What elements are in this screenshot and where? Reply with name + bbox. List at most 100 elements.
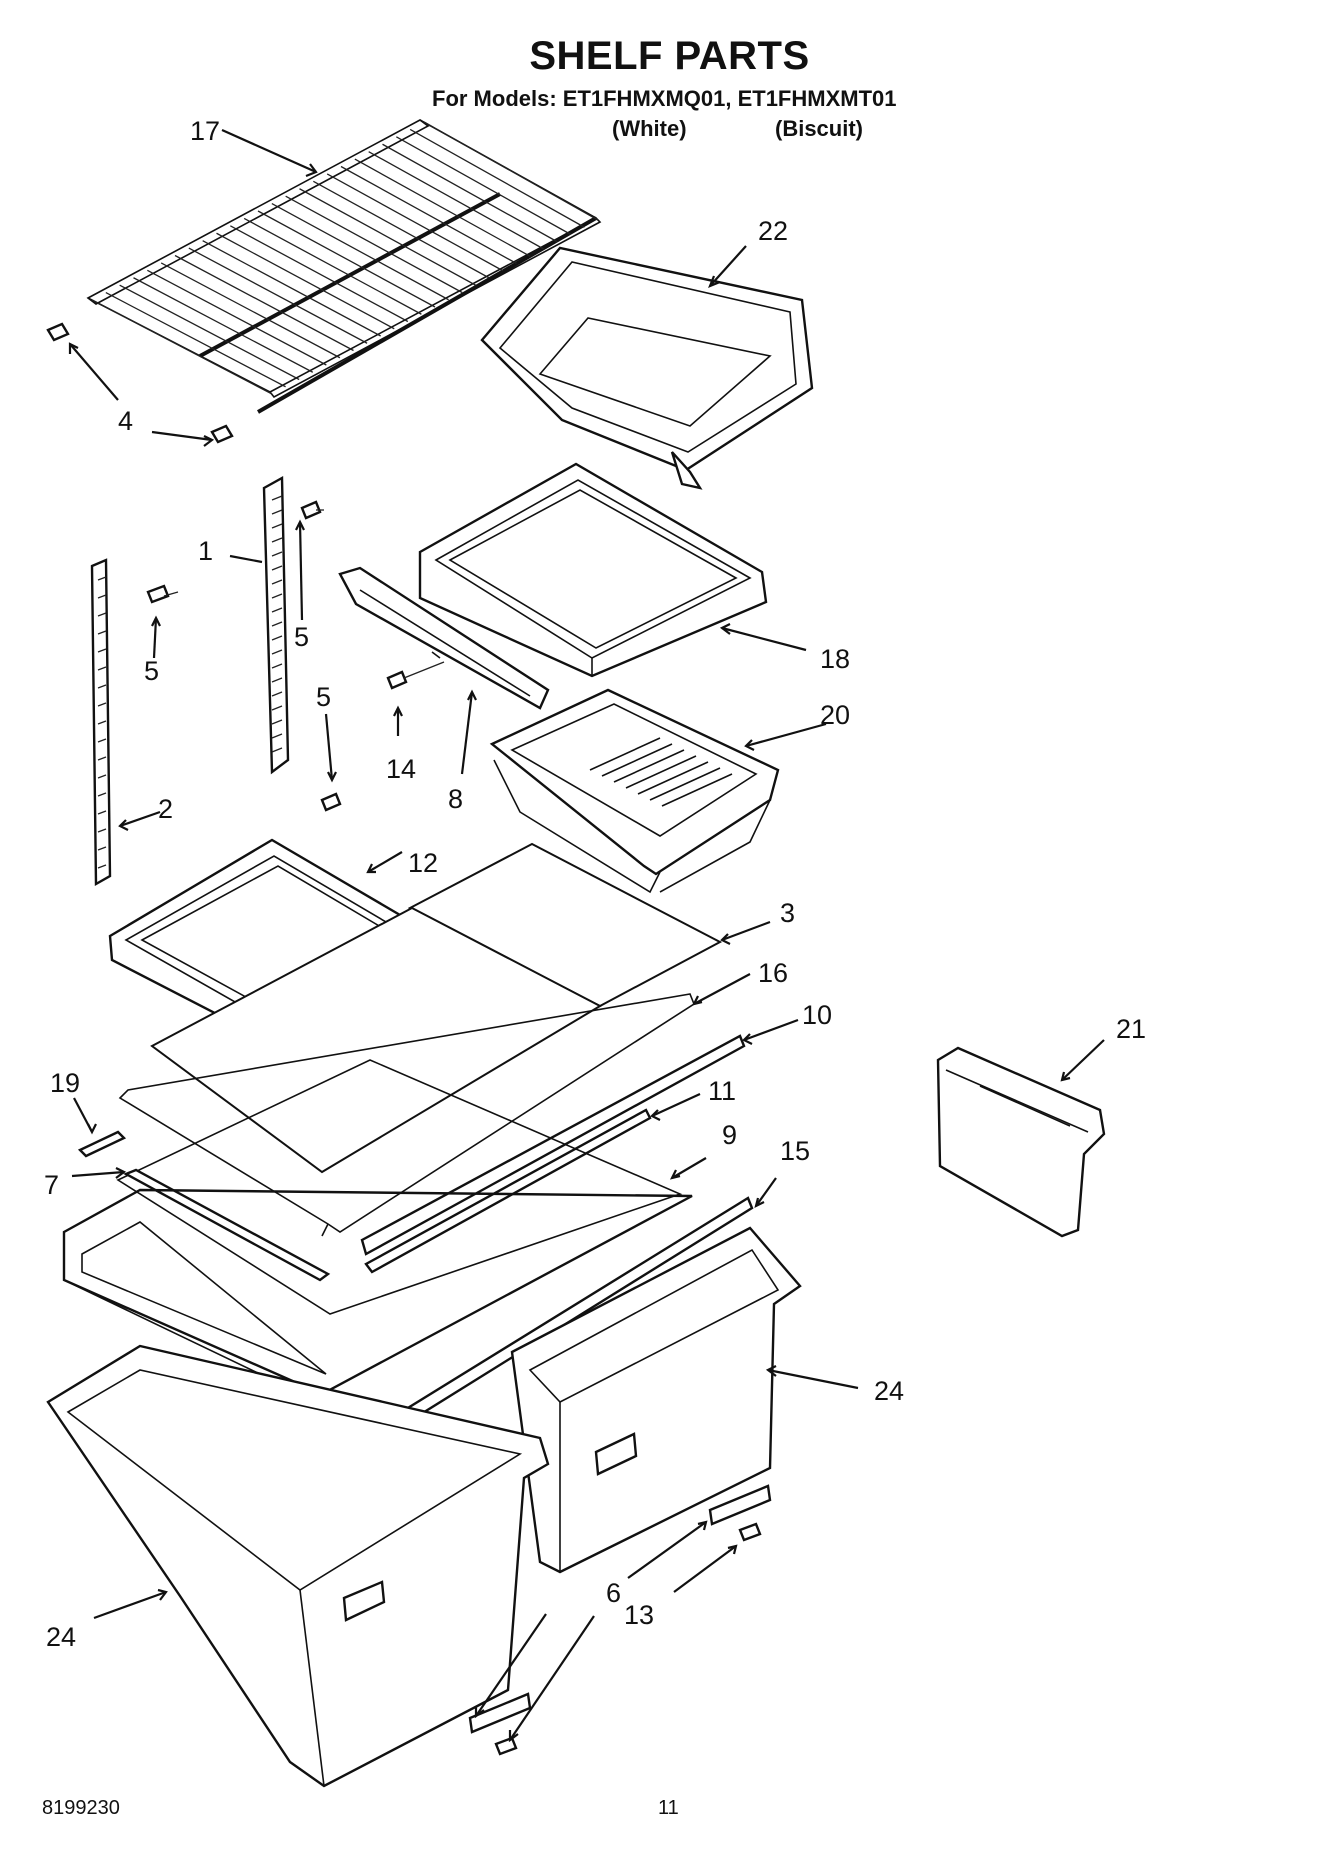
line-stroke (313, 180, 490, 279)
rail-7 (123, 1168, 331, 1282)
line-stroke (271, 621, 283, 627)
line-stroke (97, 648, 107, 653)
line-stroke (202, 240, 381, 337)
line-stroke (271, 747, 283, 753)
callout-14: 14 (386, 754, 416, 784)
line-stroke (271, 663, 283, 669)
line-stroke (271, 203, 449, 301)
line-stroke (97, 684, 107, 689)
line-stroke (243, 217, 422, 315)
line-stroke (285, 195, 463, 294)
line-stroke (97, 810, 107, 815)
line-stroke (147, 269, 327, 366)
shelf-ladder-2 (90, 558, 112, 887)
callout-16: 16 (758, 958, 788, 988)
line-stroke (174, 254, 354, 352)
line-stroke (271, 579, 283, 585)
callout-9: 9 (722, 1120, 737, 1150)
callout-8: 8 (448, 784, 463, 814)
clip-13-left (494, 1736, 518, 1756)
line-stroke (271, 691, 283, 697)
line-stroke (160, 262, 341, 359)
callout-5-b: 5 (294, 622, 309, 652)
line-stroke (299, 188, 477, 286)
screw-5-a (146, 584, 179, 604)
line-stroke (271, 733, 283, 739)
glass-shelf-3 (150, 842, 723, 1174)
line-stroke (637, 761, 709, 795)
rail-11 (364, 1108, 652, 1274)
leader-lines (68, 128, 1105, 1743)
callout-3: 3 (780, 898, 795, 928)
callout-labels: 17 22 4 1 5 5 5 18 20 14 8 2 12 3 16 10 … (44, 116, 1146, 1652)
line-stroke (271, 495, 283, 501)
models-line: For Models: ET1FHMXMQ01, ET1FHMXMT01 (432, 86, 897, 111)
line-stroke (271, 551, 283, 557)
bin-22 (480, 246, 814, 490)
callout-4: 4 (118, 406, 133, 436)
line-stroke (97, 738, 107, 743)
line-stroke (649, 767, 721, 801)
line-stroke (97, 756, 107, 761)
line-stroke (133, 277, 314, 373)
meat-drawer-20 (489, 688, 780, 894)
screw-14 (386, 661, 445, 690)
line-stroke (271, 649, 283, 655)
page-title: SHELF PARTS (529, 34, 810, 78)
line-stroke (409, 128, 585, 228)
line-stroke (105, 292, 286, 388)
clip-6-left (468, 1692, 532, 1734)
shelf-ladder-1 (262, 475, 290, 775)
line-stroke (271, 509, 283, 515)
line-stroke (396, 136, 572, 236)
strip-19 (77, 1130, 127, 1158)
line-stroke (423, 121, 599, 221)
line-stroke (230, 225, 409, 323)
line-stroke (382, 143, 558, 243)
callout-15: 15 (780, 1136, 810, 1166)
line-stroke (97, 720, 107, 725)
line-stroke (340, 165, 517, 265)
callout-18: 18 (820, 644, 850, 674)
line-stroke (188, 247, 368, 344)
door-bin-21 (936, 1046, 1106, 1238)
callout-11: 11 (708, 1076, 736, 1106)
line-stroke (257, 210, 436, 308)
line-stroke (271, 565, 283, 571)
line-stroke (271, 677, 283, 683)
line-stroke (589, 737, 661, 771)
line-stroke (119, 284, 300, 381)
callout-22: 22 (758, 216, 788, 246)
clip-13-right (738, 1522, 762, 1542)
callout-10: 10 (802, 1000, 832, 1030)
line-stroke (216, 232, 395, 330)
line-stroke (97, 612, 107, 617)
callout-12: 12 (408, 848, 438, 878)
line-stroke (271, 593, 283, 599)
callout-1: 1 (198, 536, 213, 566)
crisper-cover-18 (418, 462, 768, 678)
line-stroke (625, 755, 697, 789)
callout-5-c: 5 (316, 682, 331, 712)
line-stroke (271, 719, 283, 725)
cover-support-8 (338, 566, 550, 710)
line-stroke (271, 523, 283, 529)
line-stroke (97, 666, 107, 671)
line-stroke (97, 774, 107, 779)
line-stroke (97, 702, 107, 707)
callout-24-right: 24 (874, 1376, 904, 1406)
screw-5-c (320, 792, 342, 812)
line-stroke (601, 743, 673, 777)
line-stroke (97, 792, 107, 797)
frame-9 (116, 1059, 683, 1315)
variant-white: (White) (612, 116, 687, 141)
line-stroke (91, 299, 273, 395)
line-stroke (326, 173, 504, 272)
line-stroke (368, 151, 544, 250)
callout-24-left: 24 (46, 1622, 76, 1652)
screw-5-b (300, 500, 324, 520)
line-stroke (97, 846, 107, 851)
doc-number: 8199230 (42, 1797, 120, 1819)
rail-10 (360, 1034, 746, 1256)
page-number: 11 (658, 1797, 679, 1819)
